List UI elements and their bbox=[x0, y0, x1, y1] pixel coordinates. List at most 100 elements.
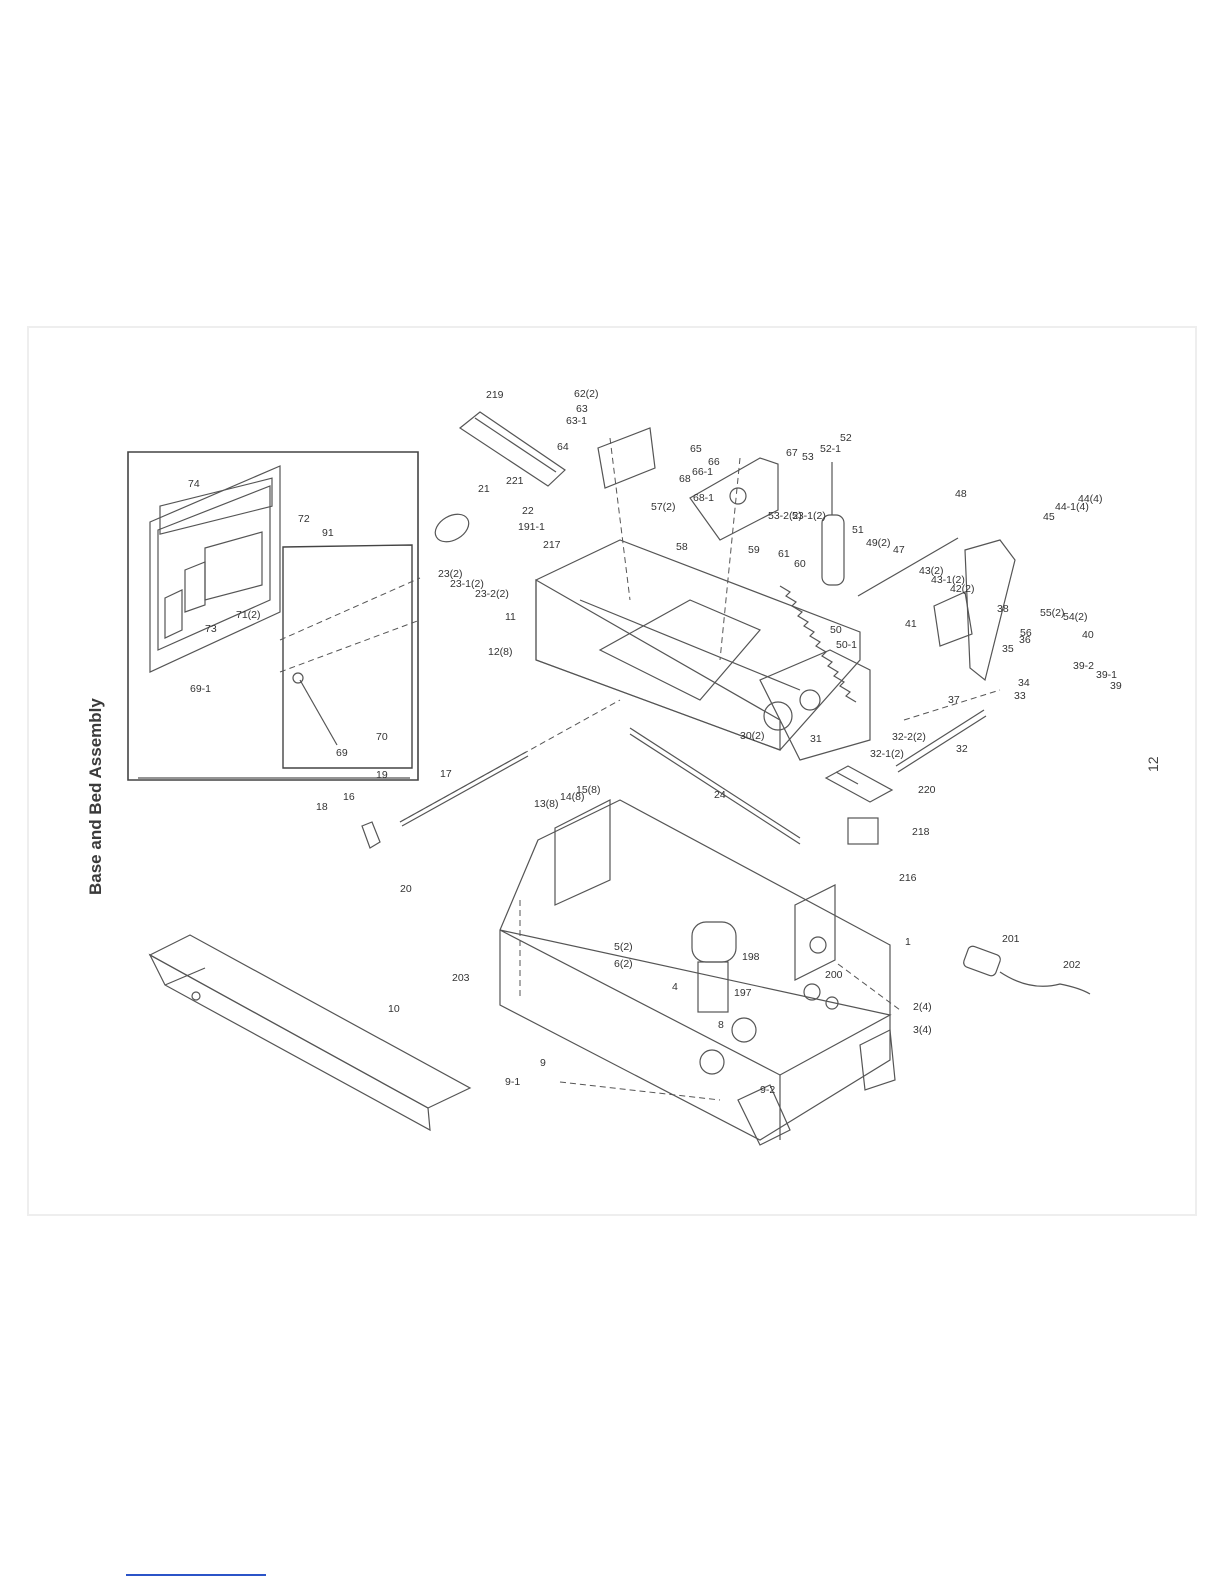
part-label-53-2: 53-2(2) bbox=[768, 510, 802, 522]
part-label-35: 35 bbox=[1002, 643, 1014, 655]
pad-block bbox=[597, 427, 656, 489]
part-label-91: 91 bbox=[322, 527, 334, 539]
vise-bracket bbox=[689, 457, 779, 541]
part-label-191-1: 191-1 bbox=[518, 521, 545, 533]
part-label-62: 62(2) bbox=[574, 388, 599, 400]
part-label-6: 6(2) bbox=[614, 958, 633, 970]
part-label-23-1: 23-1(2) bbox=[450, 578, 484, 590]
part-label-1: 1 bbox=[905, 936, 911, 948]
part-label-72: 72 bbox=[298, 513, 310, 525]
part-label-65: 65 bbox=[690, 443, 702, 455]
part-label-44: 44(4) bbox=[1078, 493, 1103, 505]
part-label-43: 43(2) bbox=[919, 565, 944, 577]
footer-link-underline[interactable] bbox=[126, 1574, 266, 1576]
part-label-43-1: 43-1(2) bbox=[931, 574, 965, 586]
part-label-53: 53 bbox=[802, 451, 814, 463]
part-label-54: 54(2) bbox=[1063, 611, 1088, 623]
part-label-39-1: 39-1 bbox=[1096, 669, 1117, 681]
assembly-lines bbox=[279, 437, 1001, 1101]
part-label-11: 11 bbox=[505, 611, 516, 623]
part-label-74: 74 bbox=[188, 478, 200, 490]
electrical-box-inset bbox=[127, 451, 419, 781]
part-label-32-1: 32-1(2) bbox=[870, 748, 904, 760]
cylinder bbox=[821, 462, 845, 586]
part-label-21: 21 bbox=[478, 483, 490, 495]
part-label-200: 200 bbox=[825, 969, 843, 981]
part-label-37: 37 bbox=[948, 694, 960, 706]
part-label-9-1: 9-1 bbox=[505, 1076, 520, 1088]
part-label-218: 218 bbox=[912, 826, 930, 838]
part-label-40: 40 bbox=[1082, 629, 1094, 641]
part-label-16: 16 bbox=[343, 791, 355, 803]
part-label-198: 198 bbox=[742, 951, 760, 963]
part-label-73: 73 bbox=[205, 623, 217, 635]
part-label-201: 201 bbox=[1002, 933, 1020, 945]
part-label-39-2: 39-2 bbox=[1073, 660, 1094, 672]
part-label-219: 219 bbox=[486, 389, 504, 401]
rack-block bbox=[847, 817, 879, 845]
lever bbox=[361, 821, 381, 849]
feed-screw bbox=[629, 727, 801, 839]
part-label-15: 15(8) bbox=[576, 784, 601, 796]
part-label-23-2: 23-2(2) bbox=[475, 588, 509, 600]
part-label-59: 59 bbox=[748, 544, 760, 556]
handle-bar bbox=[458, 411, 566, 487]
part-label-17: 17 bbox=[440, 768, 452, 780]
base-cabinet bbox=[499, 799, 896, 1146]
part-label-22: 22 bbox=[522, 505, 534, 517]
part-label-9-2: 9-2 bbox=[760, 1084, 775, 1096]
shaft bbox=[857, 537, 959, 597]
part-label-41: 41 bbox=[905, 618, 917, 630]
part-label-69-1: 69-1 bbox=[190, 683, 211, 695]
part-label-203: 203 bbox=[452, 972, 470, 984]
part-label-31: 31 bbox=[810, 733, 822, 745]
part-label-24: 24 bbox=[714, 789, 726, 801]
part-label-68: 68 bbox=[679, 473, 691, 485]
part-label-34: 34 bbox=[1018, 677, 1030, 689]
part-label-52-1: 52-1 bbox=[820, 443, 841, 455]
part-label-60: 60 bbox=[794, 558, 806, 570]
part-label-5: 5(2) bbox=[614, 941, 633, 953]
part-label-47: 47 bbox=[893, 544, 905, 556]
scan-frame bbox=[27, 326, 1197, 1216]
part-label-63-1: 63-1 bbox=[566, 415, 587, 427]
part-label-20: 20 bbox=[400, 883, 412, 895]
chip-tray bbox=[148, 934, 472, 1132]
part-label-61: 61 bbox=[778, 548, 790, 560]
part-label-39: 39 bbox=[1110, 680, 1122, 692]
part-label-30: 30(2) bbox=[740, 730, 765, 742]
part-label-9: 9 bbox=[540, 1057, 546, 1069]
part-label-23: 23(2) bbox=[438, 568, 463, 580]
coolant-pump bbox=[691, 921, 757, 1043]
part-label-68-1: 68-1 bbox=[693, 492, 714, 504]
part-label-66: 66 bbox=[708, 456, 720, 468]
part-label-52: 52 bbox=[840, 432, 852, 444]
part-label-220: 220 bbox=[918, 784, 936, 796]
part-label-55: 55(2) bbox=[1040, 607, 1065, 619]
part-label-71: 71(2) bbox=[236, 609, 261, 621]
part-label-49: 49(2) bbox=[866, 537, 891, 549]
bed-body bbox=[535, 539, 871, 761]
part-label-8: 8 bbox=[718, 1019, 724, 1031]
part-label-66-1: 66-1 bbox=[692, 466, 713, 478]
rod bbox=[895, 709, 985, 767]
part-label-217: 217 bbox=[543, 539, 561, 551]
part-label-67: 67 bbox=[786, 447, 798, 459]
mount-plate bbox=[933, 591, 973, 647]
part-label-10: 10 bbox=[388, 1003, 400, 1015]
part-label-48: 48 bbox=[955, 488, 967, 500]
part-label-14: 14(8) bbox=[560, 791, 585, 803]
part-label-33: 33 bbox=[1014, 690, 1026, 702]
part-label-32: 32 bbox=[956, 743, 968, 755]
section-title: Base and Bed Assembly bbox=[86, 698, 105, 895]
part-label-51: 51 bbox=[852, 524, 864, 536]
part-label-64: 64 bbox=[557, 441, 569, 453]
part-label-44-1: 44-1(4) bbox=[1055, 501, 1089, 513]
part-label-2: 2(4) bbox=[913, 1001, 932, 1013]
part-label-3: 3(4) bbox=[913, 1024, 932, 1036]
part-label-18: 18 bbox=[316, 801, 328, 813]
part-label-53-1: 53-1(2) bbox=[792, 510, 826, 522]
page-number: 12 bbox=[1145, 756, 1161, 772]
part-label-197: 197 bbox=[734, 987, 752, 999]
